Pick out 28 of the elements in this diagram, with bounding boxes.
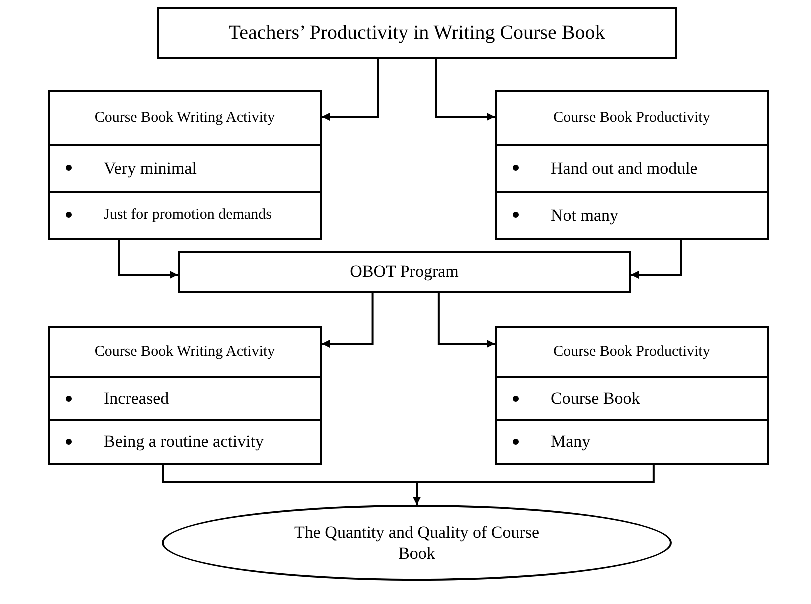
table-box: [495, 326, 769, 465]
arrow: [322, 59, 379, 121]
table-box: [48, 326, 322, 465]
box-label: The Quantity and Quality of Course Book: [293, 522, 541, 564]
arrow: [438, 293, 495, 348]
process-box: [178, 251, 631, 293]
box-label: OBOT Program: [350, 261, 459, 283]
list-item: Very minimal: [104, 158, 198, 180]
list-item: Being a routine activity: [104, 431, 264, 454]
list-item: Hand out and module: [551, 158, 698, 180]
arrow: [118, 240, 178, 279]
list-item: Many: [551, 431, 591, 454]
box-label: Teachers’ Productivity in Writing Course Book: [228, 20, 606, 46]
table-box: [48, 90, 322, 240]
box-heading: Course Book Productivity: [554, 108, 710, 128]
arrow: [413, 465, 655, 505]
list-item: Course Book: [551, 388, 640, 410]
box-heading: Course Book Writing Activity: [94, 342, 276, 362]
process-box: [157, 7, 677, 59]
list-item: Just for promotion demands: [104, 206, 272, 226]
list-item: Not many: [551, 204, 619, 227]
arrow: [322, 293, 374, 348]
box-heading: Course Book Writing Activity: [94, 108, 276, 128]
table-box: [495, 90, 769, 240]
list-item: Increased: [104, 388, 170, 410]
box-heading: Course Book Productivity: [554, 342, 710, 362]
arrow: [631, 240, 682, 279]
arrow: [435, 59, 495, 121]
